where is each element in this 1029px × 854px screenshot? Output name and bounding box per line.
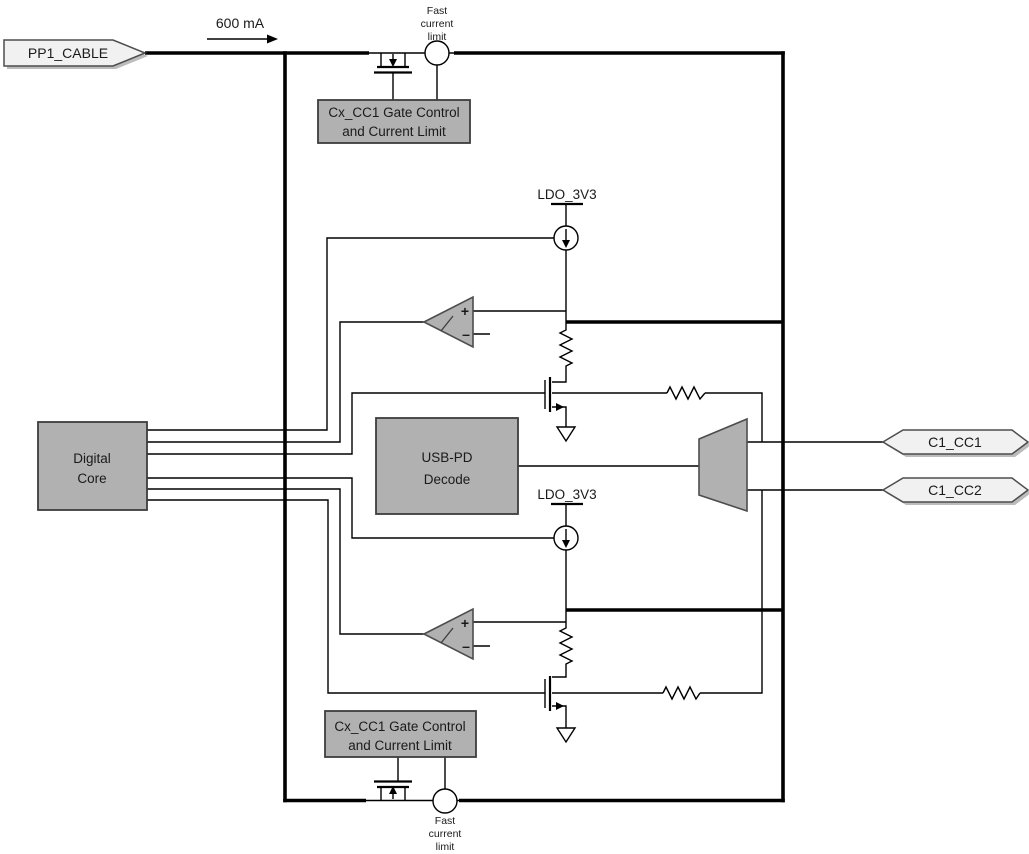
fast-limit-label: Fast [435, 815, 456, 827]
minus-input-label: – [462, 638, 470, 654]
resistor-zigzag [662, 685, 701, 701]
outer-power-loop [145, 51, 785, 803]
wire-core-to-gate-bottom [147, 499, 545, 694]
block-label: and Current Limit [348, 738, 452, 753]
block-label: Cx_CC1 Gate Control [328, 105, 459, 120]
current-source-bottom [553, 525, 579, 551]
c1-cc1-port: C1_CC1 [881, 429, 1029, 457]
feedback-resistor-bottom [662, 685, 701, 701]
current-limit-circle-icon [432, 788, 458, 814]
fast-current-limit-top: Fast current limit [421, 5, 454, 66]
signal-fet-top [544, 377, 567, 427]
c1-cc2-port: C1_CC2 [881, 477, 1029, 505]
block-rect [37, 421, 148, 511]
resistor-zigzag [666, 385, 706, 401]
ground-symbol-bottom [555, 727, 577, 744]
wire-core-to-comparator-bottom [147, 488, 424, 635]
current-source-top [553, 225, 579, 251]
fast-limit-label: limit [436, 841, 455, 853]
fet-source-lead [552, 705, 567, 728]
plus-input-label: + [461, 615, 469, 631]
resistor-zigzag [552, 322, 574, 383]
current-value-label: 600 mA [216, 15, 265, 31]
hysteresis-slash-icon [440, 627, 454, 644]
fet-body-arrow-icon [389, 786, 397, 794]
block-label: USB-PD [421, 450, 472, 465]
block-label: Core [77, 471, 106, 486]
current-limit-circle-icon [424, 40, 450, 66]
ground-symbol-top [555, 426, 577, 443]
fet-body-arrow-icon [389, 59, 397, 67]
block-rect [317, 99, 471, 144]
ldo-rail-label: LDO_3V3 [537, 187, 596, 202]
mux-trapezoid-icon [698, 417, 748, 513]
block-label: Digital [73, 451, 111, 466]
ground-icon [555, 727, 577, 744]
fast-limit-label: limit [428, 31, 447, 43]
pullup-resistor-bottom [552, 610, 574, 678]
plus-input-label: + [461, 303, 469, 319]
block-label: Decode [424, 472, 471, 487]
block-label: and Current Limit [342, 124, 446, 139]
fet-leads [380, 53, 406, 67]
pullup-resistor-top [552, 322, 574, 383]
wire-core-to-comparator-top [147, 321, 424, 443]
fast-limit-label: current [429, 828, 462, 840]
hysteresis-slash-icon [440, 315, 454, 332]
right-arrow-icon [267, 34, 278, 44]
comparator-top: + – [422, 295, 474, 349]
current-flow-arrow: 600 mA [207, 15, 278, 44]
resistor-zigzag [552, 610, 574, 678]
cc-mux [698, 417, 748, 513]
fast-current-limit-bottom: Fast current limit [429, 788, 462, 853]
wire-feedback-bottom [552, 490, 763, 694]
power-fet-top-symbol [374, 53, 412, 74]
fet-source-arrow-icon [556, 403, 564, 411]
usb-pd-decode-box: USB-PD Decode [375, 417, 519, 515]
feedback-resistor-top [666, 385, 706, 401]
current-source-arrow-icon [562, 540, 570, 548]
wire-core-to-current-source-top [147, 237, 554, 431]
port-tag-shape [881, 429, 1029, 455]
wire-feedback-top [552, 392, 763, 442]
port-label: C1_CC1 [928, 434, 982, 450]
port-tag-shape [3, 39, 147, 67]
control-wires [147, 65, 883, 789]
ldo-rail-bottom: LDO_3V3 [537, 487, 597, 506]
fast-limit-label: current [421, 18, 454, 30]
gate-control-box-bottom: Cx_CC1 Gate Control and Current Limit [324, 710, 477, 758]
pp1-cable-port: PP1_CABLE [3, 39, 148, 69]
block-label: Cx_CC1 Gate Control [334, 719, 465, 734]
block-rect [375, 417, 519, 515]
block-rect [324, 710, 477, 758]
ldo-rail-label: LDO_3V3 [537, 487, 596, 502]
fet-leads [380, 787, 406, 800]
fast-limit-label: Fast [427, 5, 448, 17]
current-source-arrow-icon [562, 240, 570, 248]
signal-fet-bottom [544, 676, 567, 728]
digital-core-box: Digital Core [37, 421, 148, 511]
ldo-rail-top: LDO_3V3 [537, 187, 597, 206]
ground-icon [555, 426, 577, 443]
port-label: PP1_CABLE [28, 45, 108, 61]
port-label: C1_CC2 [928, 482, 982, 498]
power-fet-bottom-symbol [374, 780, 412, 800]
comparator-bottom: + – [422, 607, 474, 661]
minus-input-label: – [462, 326, 470, 342]
wire-core-to-current-source-bottom [147, 477, 554, 539]
fet-source-arrow-icon [556, 702, 564, 710]
wire-core-to-gate-top [147, 392, 545, 455]
fet-source-lead [552, 406, 567, 427]
port-tag-shape [881, 477, 1029, 503]
gate-control-box-top: Cx_CC1 Gate Control and Current Limit [317, 99, 471, 144]
